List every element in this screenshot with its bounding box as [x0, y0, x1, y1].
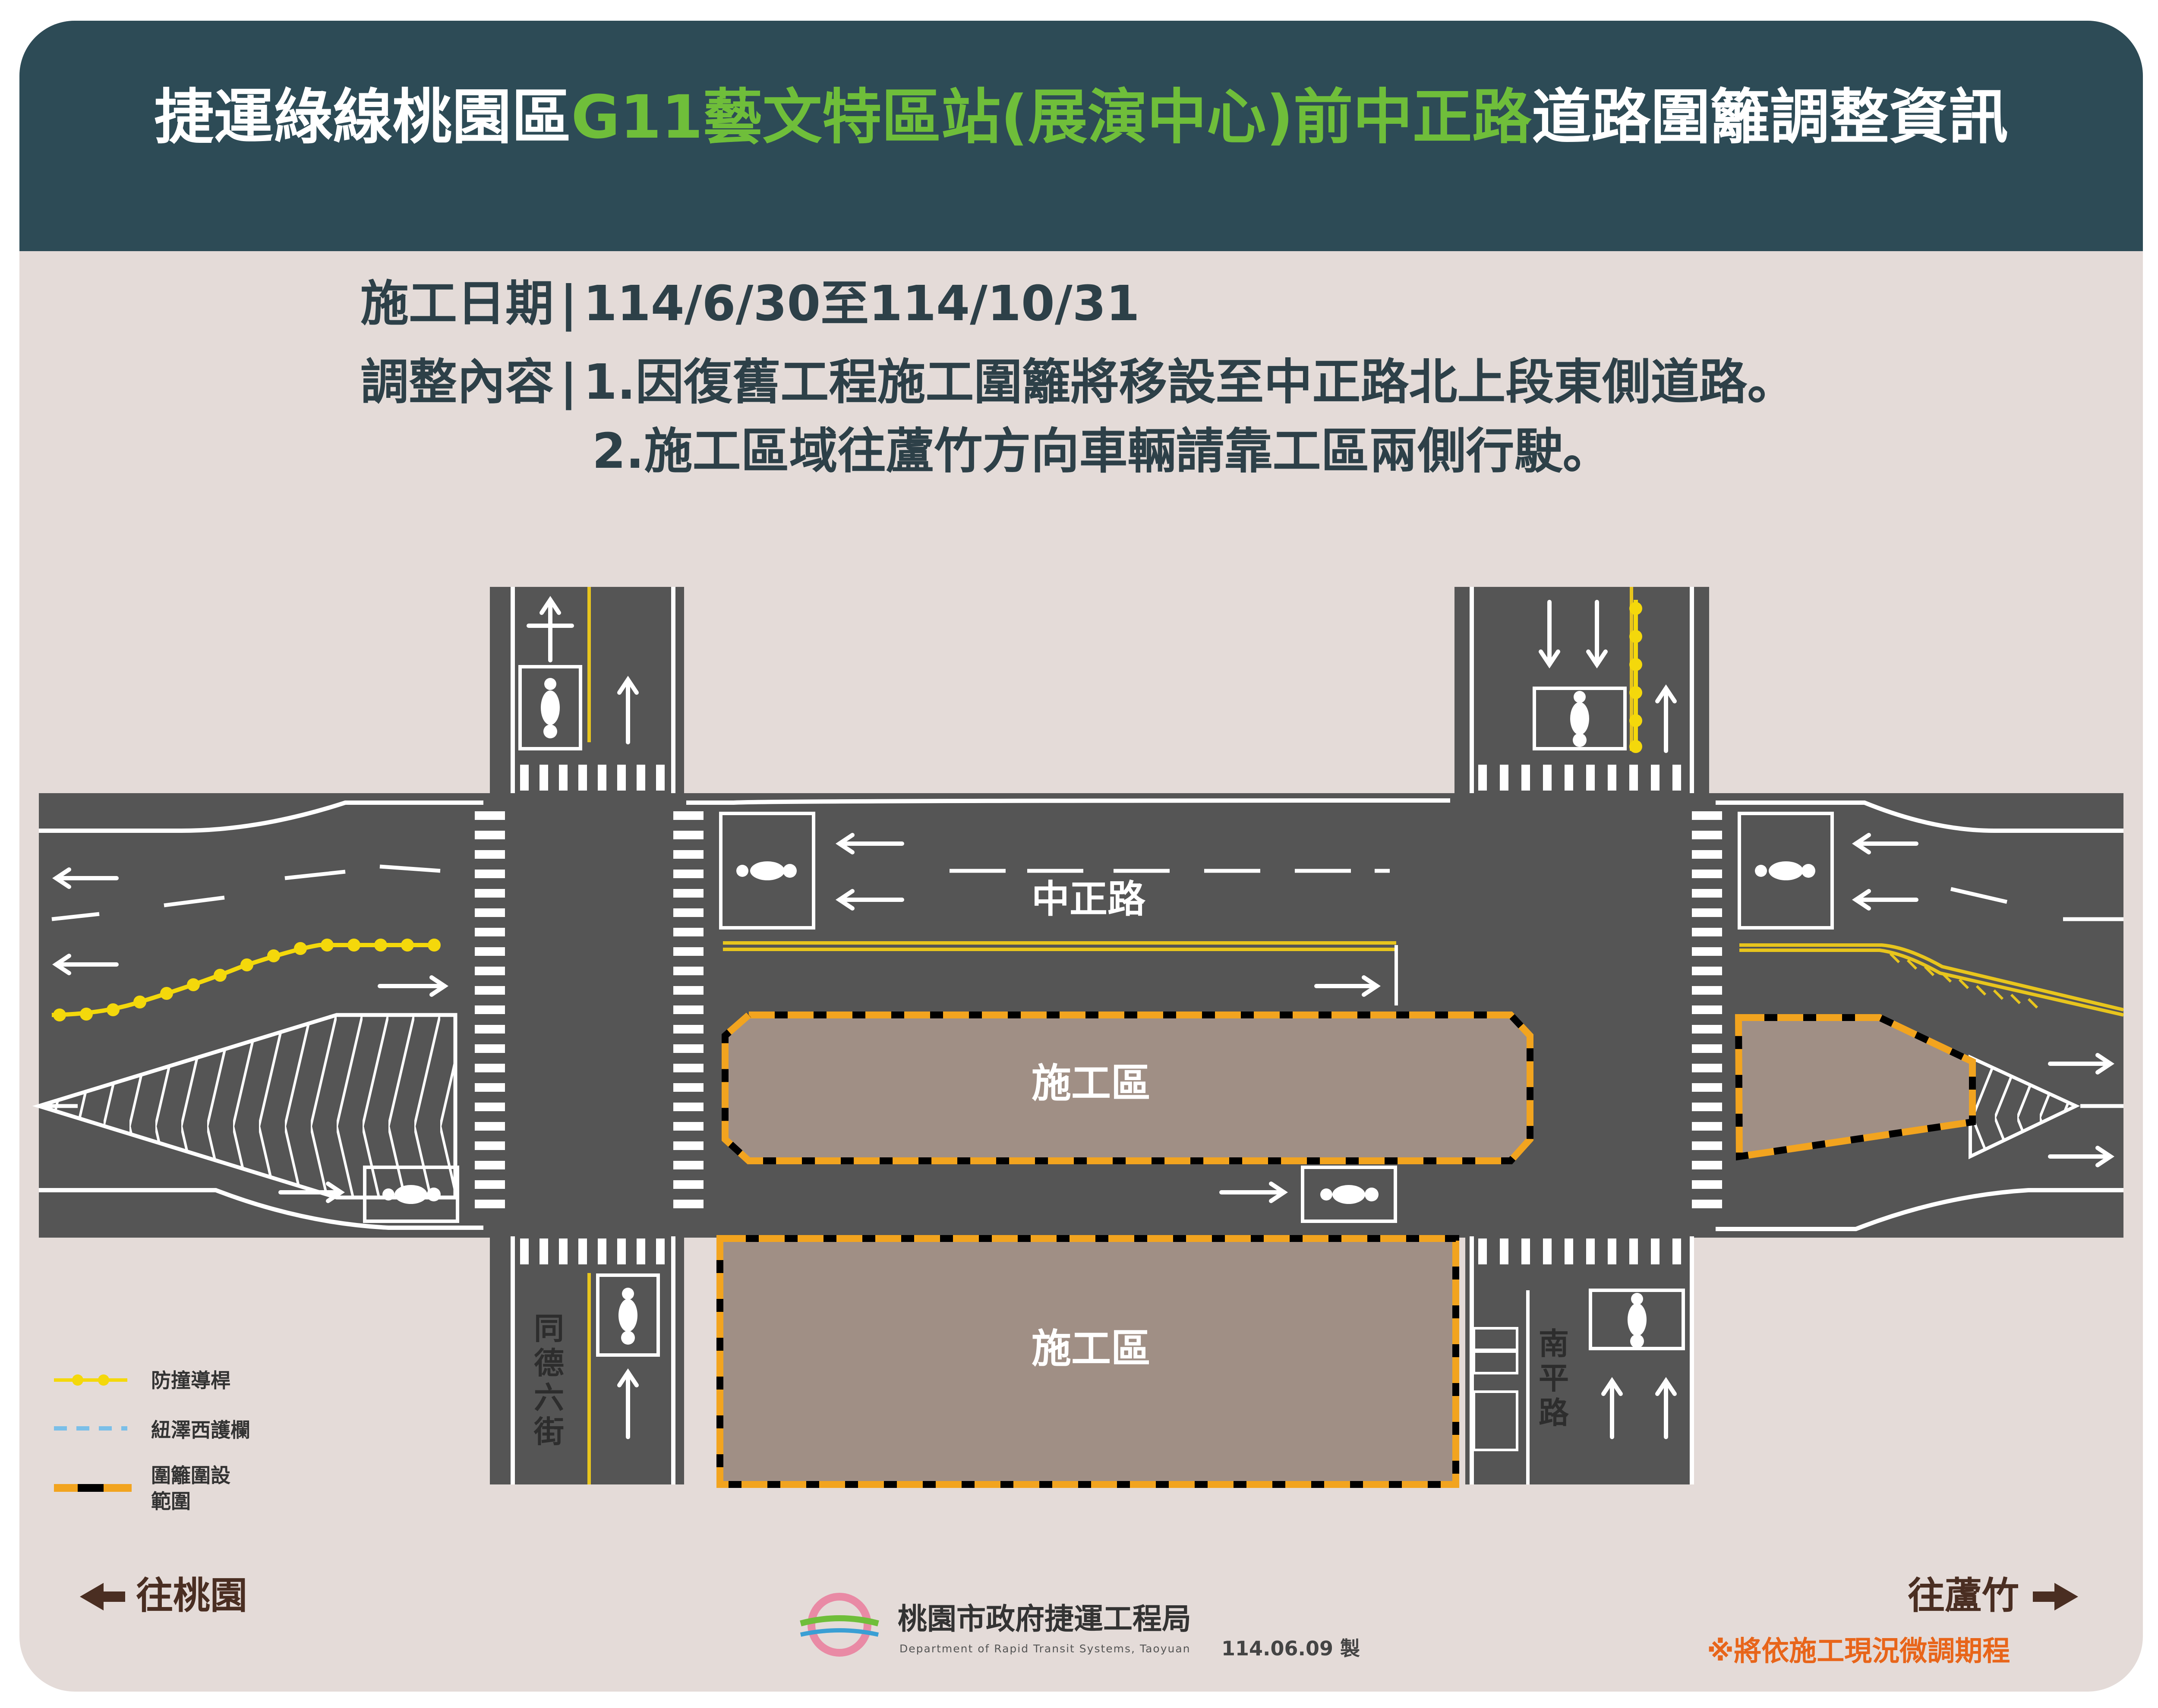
legend-item-1: 防撞導桿 [151, 1369, 230, 1392]
content-label: 調整內容 [360, 354, 554, 410]
road-edges [39, 587, 2123, 1484]
guide-poles-right [1629, 600, 1642, 753]
arrow-right-icon [2033, 1583, 2078, 1610]
legend-item-3: 圍籬圍設範圍 [151, 1464, 230, 1513]
road-left-label: 同德六街 [534, 1311, 564, 1450]
work-zone-2-label: 施工區 [1032, 1326, 1151, 1372]
org-name: 桃園市政府捷運工程局 [898, 1602, 1192, 1636]
waiting-boxes [363, 665, 1834, 1357]
date-label: 施工日期 [360, 276, 554, 332]
work-zone-1-border [722, 1012, 1533, 1164]
content-item-1: 1.因復舊工程施工圍籬將移設至中正路北上段東側道路。 [583, 354, 1796, 410]
work-zone-2-border [716, 1235, 1459, 1488]
road-main-label: 中正路 [1032, 877, 1146, 921]
logo-icon [800, 1593, 879, 1657]
title-part-2: 道路圍籬調整資訊 [1531, 82, 2008, 152]
direction-right: 往蘆竹 [1908, 1574, 2019, 1617]
date-value: 114/6/30至114/10/31 [583, 276, 1140, 332]
date-row: 施工日期|114/6/30至114/10/31 [360, 276, 1140, 332]
traffic-island-left [32, 1013, 457, 1200]
work-zone-1 [722, 1012, 1533, 1164]
lane-arrow-icon [52, 596, 2115, 1439]
header-bar: 捷運綠線桃園區G11藝文特區站(展演中心)前中正路道路圍籬調整資訊 [19, 21, 2143, 251]
road-right-label: 南平路 [1539, 1326, 1569, 1431]
org-english-name: Department of Rapid Transit Systems, Tao… [899, 1642, 1191, 1655]
content-item-2-row: 2.施工區域往蘆竹方向車輛請靠工區兩側行駛。 [592, 427, 1611, 476]
direction-left: 往桃園 [136, 1574, 247, 1617]
page-title: 捷運綠線桃園區G11藝文特區站(展演中心)前中正路道路圍籬調整資訊 [19, 88, 2143, 147]
hatch-right [1889, 952, 2038, 1009]
arrow-left-icon [80, 1583, 125, 1610]
title-part-1: 捷運綠線桃園區 [154, 82, 571, 152]
legend-pole-symbol [54, 1374, 127, 1386]
content-item-2: 2.施工區域往蘆竹方向車輛請靠工區兩側行駛。 [592, 423, 1611, 479]
work-zone-1-label: 施工區 [1032, 1060, 1151, 1106]
schedule-note: ※將依施工現況微調期程 [1707, 1636, 2010, 1667]
parking-boxes [1473, 1327, 1518, 1451]
cyclist-icon [382, 678, 1815, 1348]
work-zone-2 [716, 1235, 1459, 1488]
date-made: 114.06.09 製 [1221, 1637, 1360, 1660]
yellow-lines [587, 587, 2124, 1484]
guide-poles-left [51, 939, 441, 1021]
work-zone-3 [1735, 1014, 1976, 1161]
content-row: 調整內容|1.因復舊工程施工圍籬將移設至中正路北上段東側道路。 [360, 354, 1796, 410]
crosswalks [475, 765, 1722, 1264]
title-accent: G11藝文特區站(展演中心)前中正路 [571, 82, 1532, 152]
legend-item-2: 紐澤西護欄 [151, 1418, 250, 1442]
